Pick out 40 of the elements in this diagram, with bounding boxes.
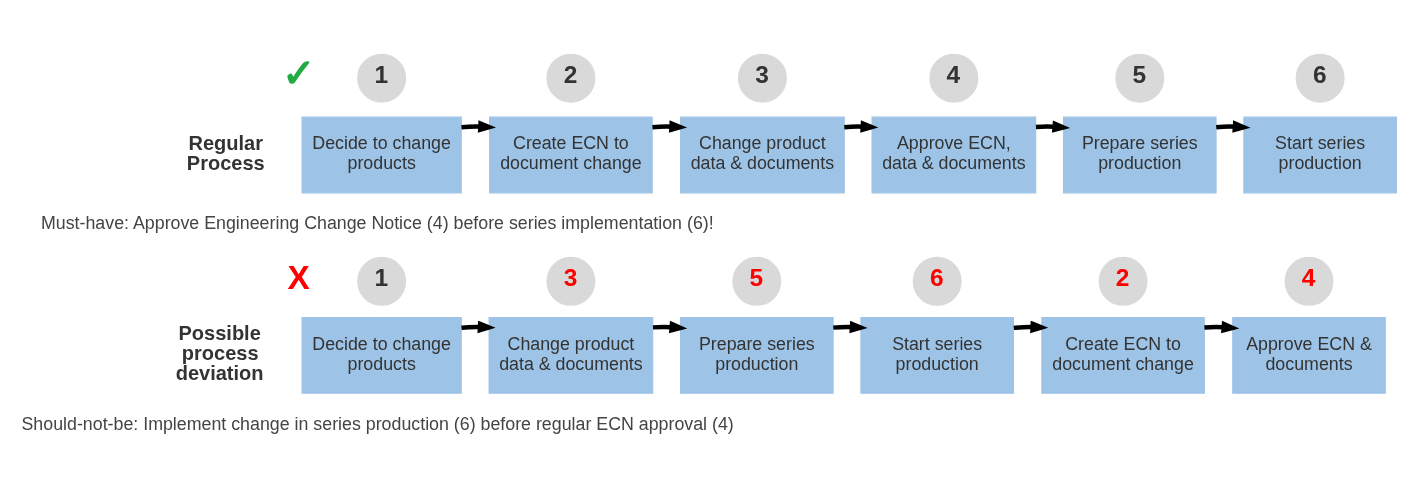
- node-box: Change product data & documents: [680, 116, 845, 193]
- node-box: Prepare series production: [680, 316, 834, 394]
- arrow: [1013, 320, 1049, 333]
- node-label: 2: [563, 60, 578, 88]
- arrow: [1035, 119, 1071, 133]
- arrow: [844, 119, 879, 133]
- node-box: Prepare series production: [1062, 116, 1217, 193]
- arrow: [652, 320, 688, 333]
- arrow: [461, 119, 496, 133]
- arrow: [1204, 320, 1240, 333]
- node-label: 1: [374, 263, 389, 291]
- node-label: 4: [946, 60, 961, 88]
- arrow: [652, 119, 688, 133]
- node-box: Create ECN to document change: [1041, 316, 1205, 394]
- node-box: Start series production: [1243, 116, 1397, 193]
- label: X: [287, 258, 310, 296]
- node-label: 3: [755, 60, 769, 88]
- node-label: 6: [1312, 60, 1327, 88]
- node-label: 5: [1132, 60, 1147, 88]
- node-box: Decide to change products: [301, 316, 462, 394]
- node-box: Change product data & documents: [488, 316, 654, 394]
- label: Possible process deviation: [175, 321, 264, 384]
- node-label: 2: [1115, 263, 1130, 291]
- node-box: Approve ECN, data & documents: [871, 116, 1037, 193]
- label: Must-have: Approve Engineering Change Notice (4) before series implementation (6)!: [41, 212, 714, 233]
- node-label: 4: [1301, 263, 1316, 291]
- label: ✓: [282, 50, 317, 95]
- arrow: [1216, 119, 1251, 133]
- node-label: 3: [563, 263, 578, 291]
- arrow: [461, 320, 496, 333]
- node-box: Approve ECN & documents: [1232, 316, 1386, 394]
- label: Should-not-be: Implement change in series production (6) before regular ECN approval (4): [21, 413, 734, 434]
- node-label: 5: [749, 263, 764, 291]
- node-box: Create ECN to document change: [489, 116, 653, 193]
- label: Regular Process: [186, 131, 265, 174]
- node-box: Start series production: [860, 316, 1014, 394]
- arrow: [833, 320, 868, 333]
- node-label: 6: [929, 263, 944, 291]
- node-label: 1: [374, 60, 389, 88]
- node-box: Decide to change products: [301, 116, 462, 193]
